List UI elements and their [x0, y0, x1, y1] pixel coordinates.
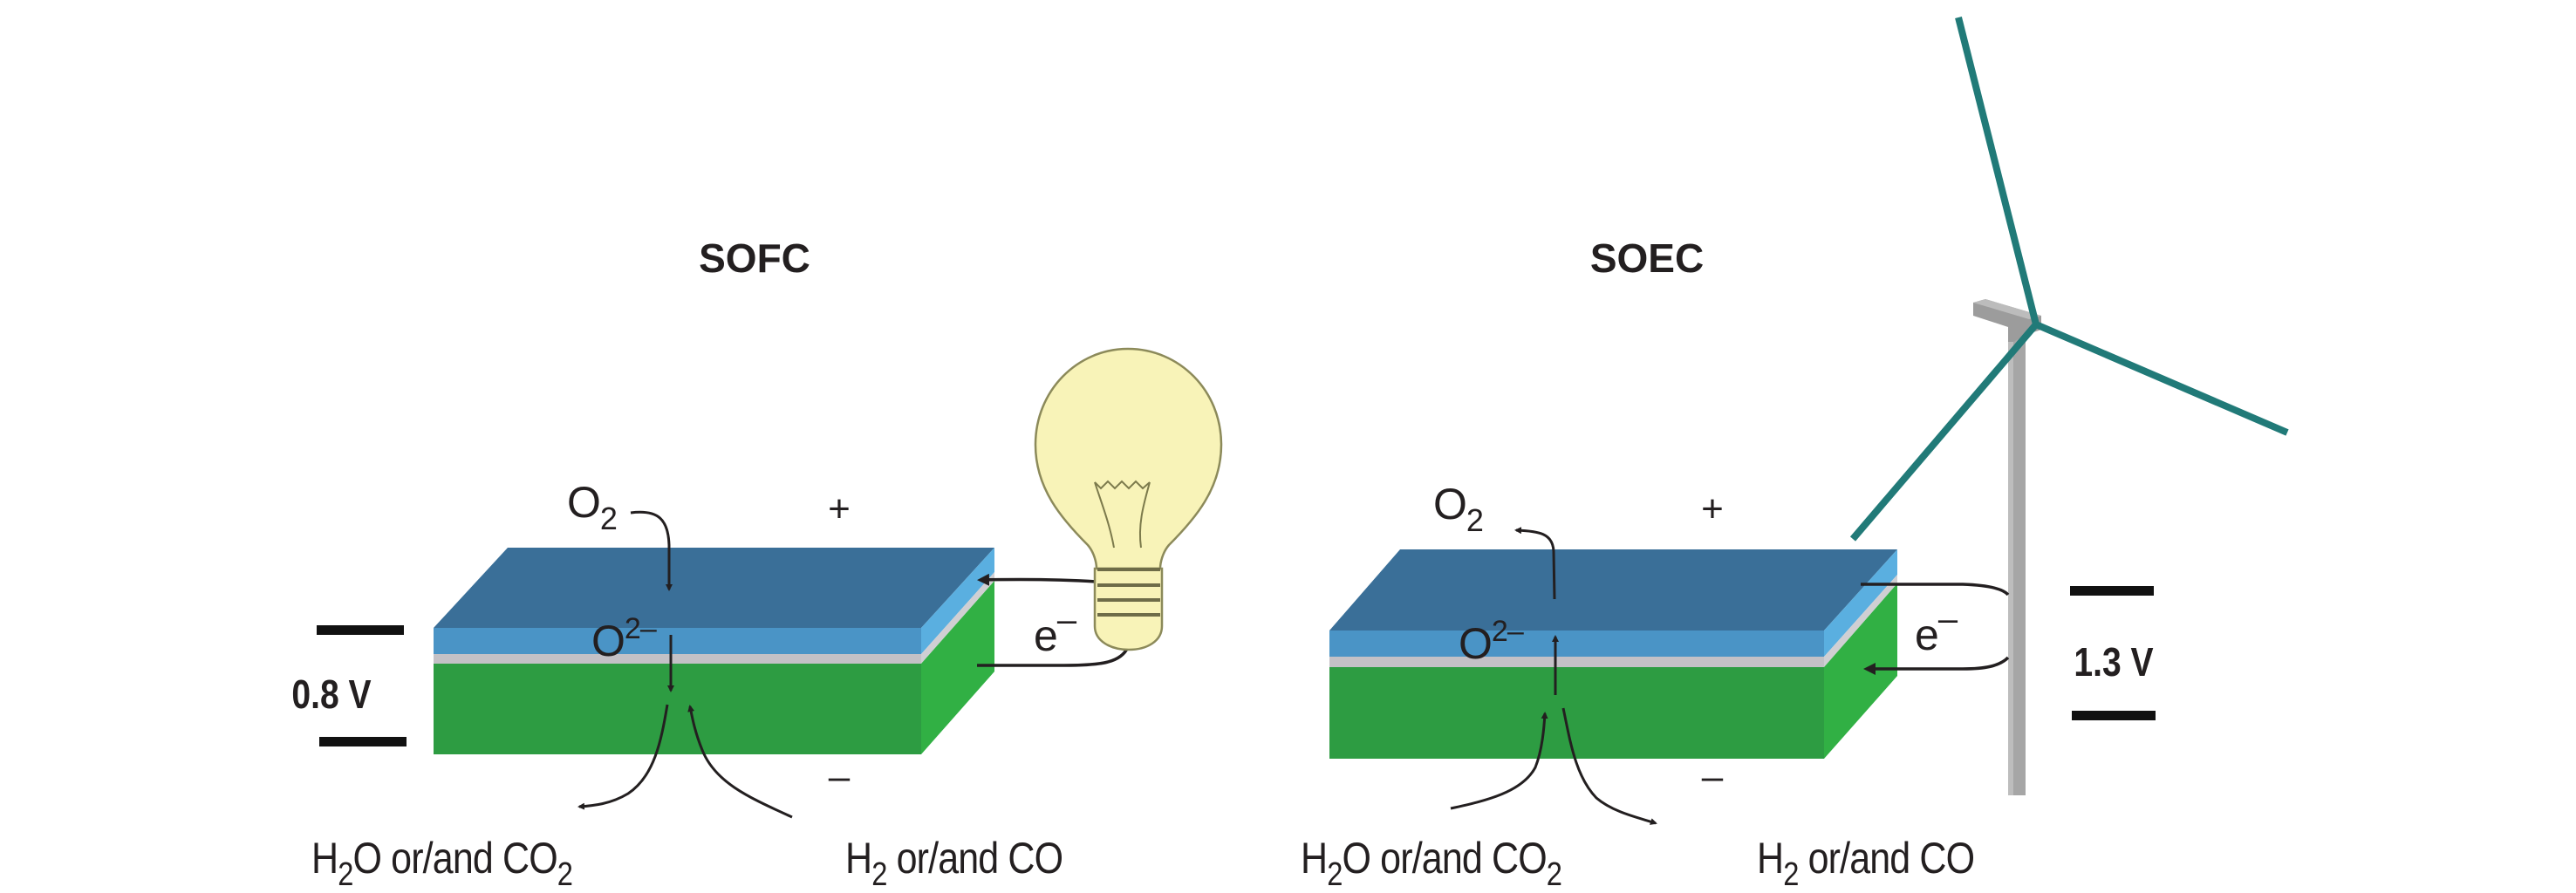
soec-feed-in-arrow — [1450, 712, 1548, 810]
sofc-electron-label: e– — [1034, 601, 1077, 660]
soec-panel: SOEC O2 + – O2– — [1301, 17, 2289, 893]
soec-electron-wire-top — [1861, 583, 2010, 596]
turbine-nacelle — [1973, 299, 2041, 342]
soec-top-face — [1329, 549, 1897, 631]
sofc-oxygen-label: O2 — [567, 478, 617, 536]
sofc-electrolyte-front — [434, 654, 921, 664]
soec-minus-sign: – — [1702, 755, 1724, 798]
sofc-oxide-ion-label: O2– — [591, 612, 657, 665]
sofc-fuel-electrode-side — [921, 581, 994, 754]
sofc-exhaust-label: H2O or/and CO2 — [311, 834, 572, 893]
sofc-title: SOFC — [699, 235, 810, 281]
sofc-air-electrode-front — [434, 628, 921, 654]
sofc-voltage-label: 0.8 V — [291, 672, 372, 718]
sofc-panel: SOFC 0.8 V O2 + – O2– e– — [291, 235, 1223, 893]
soec-voltage-bar-top — [2070, 586, 2154, 596]
soec-oxide-ion-label: O2– — [1459, 615, 1524, 668]
sofc-fuel-electrode-front — [434, 664, 921, 754]
sofc-exhaust-arrow — [577, 704, 669, 810]
soec-electron-label: e– — [1915, 600, 1958, 659]
sofc-oxygen-in-arrow — [630, 510, 673, 591]
sofc-minus-sign: – — [829, 755, 851, 798]
sofc-electron-wire-top — [977, 573, 1097, 586]
soec-air-electrode-front — [1329, 631, 1824, 657]
sofc-cell — [434, 548, 994, 754]
turbine-blade-top — [1955, 17, 2040, 325]
turbine-blade-left — [1849, 322, 2040, 542]
wind-turbine-icon — [1849, 17, 2289, 795]
sofc-electrolyte-side — [921, 572, 994, 664]
soec-fuel-electrode-front — [1329, 667, 1824, 759]
lightbulb-icon — [1034, 347, 1223, 651]
soec-product-out-arrow — [1561, 707, 1657, 825]
soec-oxygen-out-arrow — [1514, 527, 1556, 600]
soec-cell — [1329, 549, 1897, 759]
turbine-blade-right — [2034, 321, 2289, 436]
soec-electrolyte-side — [1824, 575, 1897, 667]
soec-feed-label: H2O or/and CO2 — [1301, 834, 1561, 893]
sofc-voltage-bar-bottom — [319, 737, 407, 746]
soec-voltage-label: 1.3 V — [2074, 640, 2154, 685]
soec-plus-sign: + — [1701, 487, 1724, 530]
soec-title: SOEC — [1590, 235, 1704, 281]
soec-electrolyte-front — [1329, 657, 1824, 667]
sofc-plus-sign: + — [828, 487, 851, 530]
sofc-fuel-in-arrow — [687, 705, 793, 819]
sofc-voltage-bar-top — [317, 625, 404, 635]
soec-fuel-electrode-side — [1824, 583, 1897, 759]
sofc-top-face — [434, 548, 994, 628]
soec-voltage-bar-bottom — [2072, 711, 2156, 720]
sofc-electron-wire-bottom — [977, 646, 1130, 667]
soec-air-electrode-side — [1824, 549, 1897, 657]
soec-electron-wire-bottom — [1863, 656, 2010, 675]
sofc-fuel-label: H2 or/and CO — [845, 834, 1063, 893]
sofc-air-electrode-side — [921, 548, 994, 654]
soec-oxygen-label: O2 — [1433, 480, 1483, 538]
soec-product-label: H2 or/and CO — [1757, 834, 1974, 893]
